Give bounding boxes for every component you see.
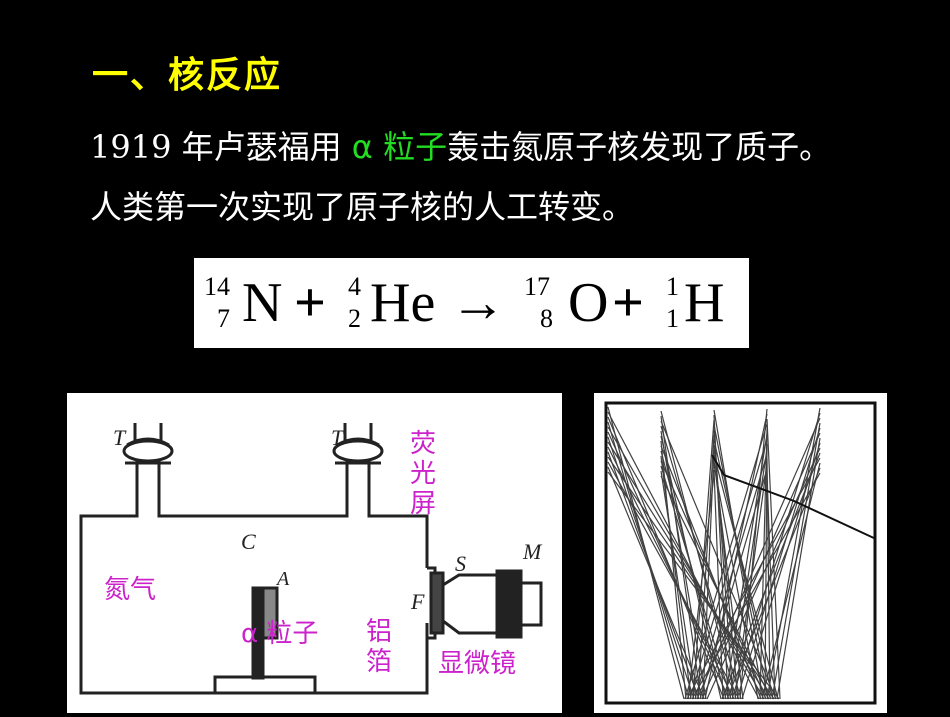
cloud-chamber-tracks-image: [594, 393, 887, 713]
alpha-track: [607, 466, 705, 700]
plus-sign-2: +: [612, 272, 644, 334]
particle-tracks-drawing: [604, 401, 877, 705]
h-symbol: H: [684, 272, 725, 334]
alpha-track: [731, 412, 821, 700]
m-letter: M: [522, 539, 543, 564]
year: 1919: [90, 128, 172, 166]
n-mass-number: 14: [204, 272, 230, 301]
alpha-track: [713, 469, 724, 700]
alpha-track: [713, 459, 744, 700]
aluminum-foil-label-char-1: 铝: [365, 617, 392, 647]
fluorescent-screen-label-char-1: 荧: [409, 429, 436, 459]
alpha-track: [766, 418, 781, 700]
alpha-track: [689, 438, 768, 700]
s-letter: S: [455, 551, 466, 576]
microscope-label: 显微镜: [438, 649, 517, 679]
text-line-1-before: 年卢瑟福用: [171, 128, 352, 166]
h-mass-number: 1: [666, 272, 679, 301]
apparatus-drawing: T T C A S M F: [79, 423, 543, 695]
alpha-particle-label: α 粒子: [241, 619, 319, 649]
alpha-track: [761, 462, 821, 700]
alpha-track: [776, 437, 821, 700]
h-atomic-number: 1: [666, 304, 679, 333]
aluminum-foil-label: 铝 箔: [364, 617, 394, 677]
he-mass-number: 4: [348, 272, 361, 301]
o-symbol: O: [568, 272, 609, 334]
n-symbol: N: [242, 272, 283, 334]
o-atomic-number: 8: [540, 304, 553, 333]
fluorescent-screen-label-char-2: 光: [409, 459, 436, 489]
microscope-icon: [441, 569, 543, 639]
alpha-track: [713, 424, 769, 700]
alpha-track: [739, 408, 768, 700]
alpha-track: [607, 441, 770, 700]
alpha-track: [713, 454, 779, 700]
alpha-track: [736, 427, 821, 700]
alpha-track: [741, 442, 821, 700]
alpha-track: [713, 444, 739, 700]
alpha-track: [660, 420, 777, 700]
alpha-track: [704, 413, 768, 700]
alpha-track: [702, 449, 715, 700]
t2-letter: T: [331, 425, 345, 450]
text-line-1: 1919 年卢瑟福用 α 粒子轰击氮原子核发现了质子。: [90, 122, 831, 168]
alpha-track: [607, 446, 735, 700]
left-valve-icon: [122, 423, 174, 465]
alpha-track: [713, 464, 759, 700]
aluminum-foil-label-char-2: 箔: [365, 647, 392, 677]
alpha-track: [660, 455, 692, 700]
slide-title: 一、核反应: [92, 55, 283, 96]
alpha-track: [660, 475, 772, 700]
alpha-track: [764, 443, 768, 700]
n-atomic-number: 7: [217, 304, 230, 333]
alpha-track: [696, 417, 821, 700]
alpha-track: [660, 415, 702, 700]
alpha-track: [699, 468, 768, 700]
alpha-track: [607, 431, 730, 700]
fluorescent-screen-label-char-3: 屏: [409, 489, 436, 519]
alpha-track: [706, 447, 821, 700]
alpha-track: [694, 453, 768, 700]
alpha-track: [692, 419, 715, 700]
alpha-track: [697, 434, 715, 700]
screen-icon: [429, 571, 445, 635]
alpha-track: [607, 471, 780, 700]
a-letter: A: [275, 568, 290, 590]
nitrogen-label: 氮气: [104, 575, 157, 605]
alpha-track: [660, 430, 707, 700]
alpha-track: [713, 409, 764, 700]
alpha-track: [701, 432, 821, 700]
text-line-1-after: 轰击氮原子核发现了质子。: [447, 128, 832, 166]
plus-sign-1: +: [294, 272, 326, 334]
f-letter: F: [410, 589, 425, 614]
rutherford-apparatus-diagram: T T C A S M F 氮气 α 粒子 铝 箔 荧 光 屏 显微镜: [67, 393, 562, 713]
alpha-track: [766, 473, 776, 700]
alpha-track: [660, 470, 697, 700]
c-letter: C: [241, 529, 256, 554]
he-atomic-number: 2: [348, 304, 361, 333]
nuclear-equation: 14 7 N + 4 2 He → 17 8 O + 1 1 H: [194, 258, 749, 348]
alpha-track: [607, 456, 775, 700]
he-symbol: He: [370, 272, 436, 334]
arrow: →: [450, 272, 506, 334]
text-line-2: 人类第一次实现了原子核的人工转变。: [90, 188, 635, 226]
source-stand-icon: [213, 586, 317, 695]
alpha-particle-highlight: α 粒子: [351, 128, 448, 166]
proton-track: [711, 454, 877, 540]
fluorescent-screen-label: 荧 光 屏: [408, 429, 438, 519]
t1-letter: T: [113, 425, 127, 450]
right-valve-icon: [332, 423, 384, 465]
o-mass-number: 17: [524, 272, 550, 301]
